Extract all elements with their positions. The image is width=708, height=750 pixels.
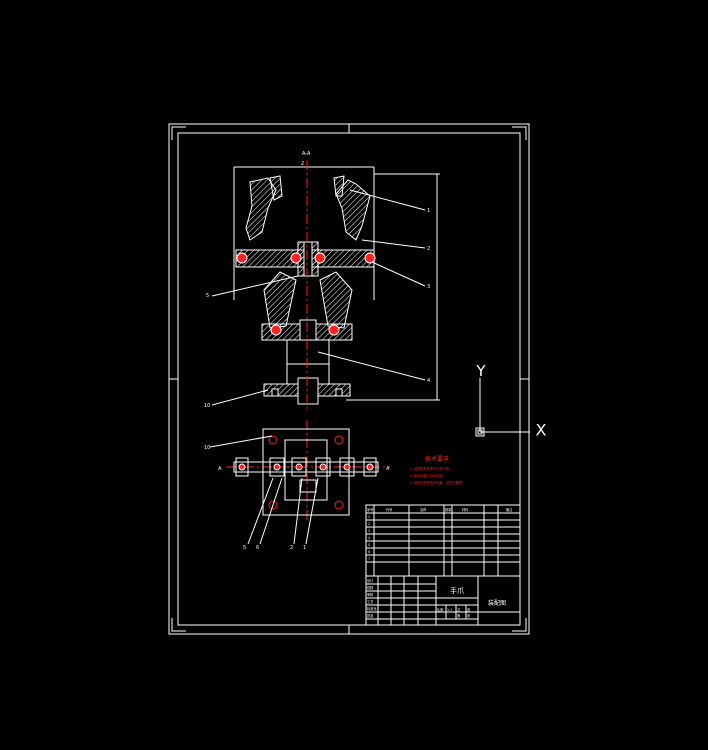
sign-label-2: 校核 — [367, 585, 374, 590]
scale-cell-4: 张 — [467, 607, 471, 612]
section-label: A-A — [302, 151, 311, 157]
ucs-y-label: Y — [475, 362, 486, 380]
row-label-6: 6 — [368, 550, 370, 554]
header-cell-3: 名称 — [420, 507, 427, 512]
row-label-5: 5 — [368, 543, 370, 547]
row-label-3: 3 — [368, 529, 370, 533]
leader-lines — [211, 189, 426, 406]
section-mark-right: A — [386, 466, 390, 472]
notes-line-1: 1. 装配前所有零件清洗干净。 — [410, 466, 452, 471]
row-label-4: 4 — [368, 536, 370, 540]
callout-3: 3 — [427, 284, 430, 290]
scale-cell-5: 第 — [457, 613, 461, 618]
title-block-text: 序号 代号 名称 数量 材料 备注 1 2 3 4 5 6 7 设计 校核 审核… — [367, 507, 513, 618]
plan-callout-1: 1 — [303, 545, 306, 551]
header-cell-1: 序号 — [367, 507, 373, 512]
sign-label-3: 审核 — [367, 592, 374, 597]
notes-line-3: 3. 装配后检查夹持位置，应符合要求。 — [410, 480, 465, 485]
centerline — [226, 160, 390, 520]
title-block[interactable] — [365, 504, 521, 626]
scale-cell-2: 1:1 — [447, 608, 452, 612]
plan-view[interactable] — [209, 428, 379, 545]
scale-cell-1: 比例 — [437, 607, 443, 612]
header-cell-5: 材料 — [462, 507, 469, 512]
scale-cell-6: 张 — [467, 613, 471, 618]
callout-10: 10 — [204, 403, 210, 409]
sign-label-1: 设计 — [367, 578, 374, 583]
drawing-title: 手爪 — [450, 586, 464, 595]
ucs-icon — [475, 378, 530, 437]
header-cell-4: 数量 — [445, 507, 452, 512]
header-cell-2: 代号 — [386, 507, 392, 512]
technical-notes: 技术要求 1. 装配前所有零件清洗干净。 2. 各运动部位运动灵活。 3. 装配… — [410, 455, 465, 485]
callout-5: 5 — [206, 293, 209, 299]
notes-title: 技术要求 — [425, 455, 449, 463]
pivot-pins — [236, 252, 376, 336]
ucs-x-label: X — [536, 421, 547, 440]
notes-line-2: 2. 各运动部位运动灵活。 — [410, 473, 446, 478]
drawing-name: 装配图 — [488, 599, 506, 607]
sign-label-5: 标准化 — [367, 606, 377, 611]
callout-2: 2 — [427, 246, 430, 252]
sheet-border — [168, 123, 530, 635]
callout-1: 1 — [427, 208, 430, 214]
row-label-1: 1 — [368, 515, 370, 519]
sign-label-6: 批准 — [367, 613, 374, 618]
header-cell-6: 备注 — [506, 507, 513, 512]
corner-marks — [171, 126, 527, 632]
scale-cell-3: 共 — [457, 607, 461, 612]
plan-callouts: 10 5 6 2 1 — [204, 445, 306, 551]
row-label-7: 7 — [368, 557, 370, 561]
gripper-section-view[interactable] — [233, 166, 440, 405]
plan-callout-6: 6 — [256, 545, 259, 551]
part-callouts: 1 2 3 5 4 10 — [204, 208, 430, 409]
sign-label-4: 工艺 — [367, 599, 373, 604]
section-mark-left: A — [218, 466, 222, 472]
plan-callout-2: 2 — [290, 545, 293, 551]
plan-callout-5: 5 — [243, 545, 246, 551]
row-label-2: 2 — [368, 522, 370, 526]
top-dimension: 2 — [301, 161, 304, 167]
callout-4: 4 — [427, 378, 430, 384]
plan-callout-10: 10 — [204, 445, 210, 451]
